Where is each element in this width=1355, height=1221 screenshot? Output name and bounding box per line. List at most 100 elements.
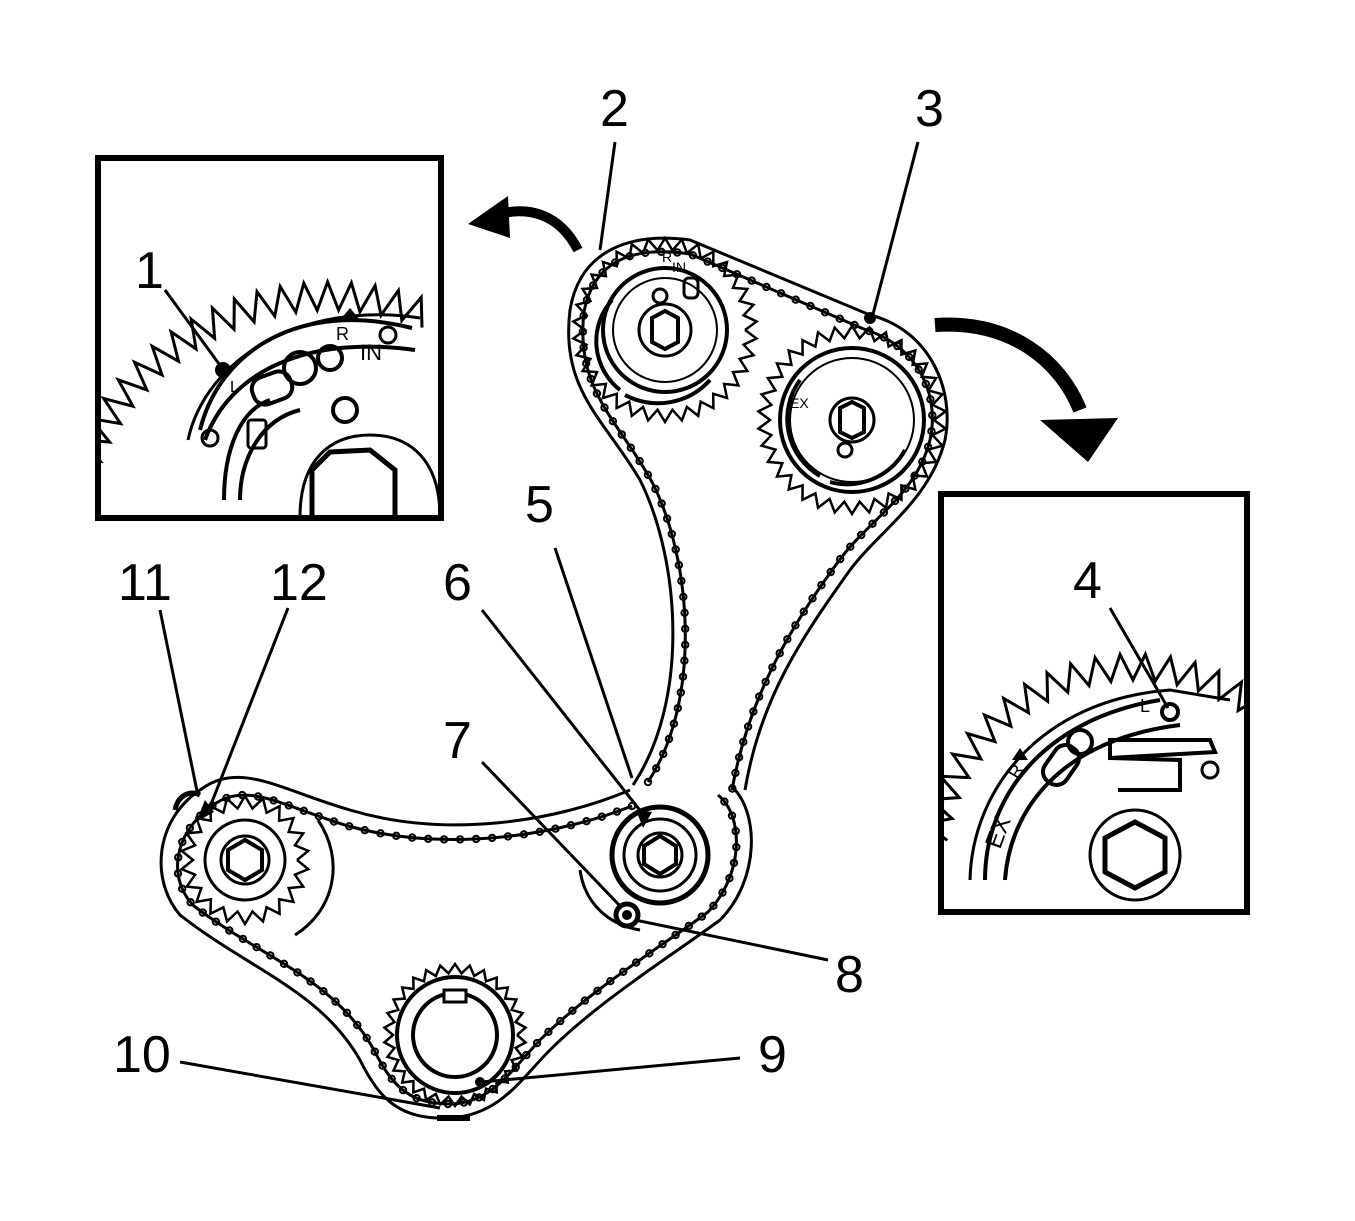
chain-roller [645, 949, 654, 958]
sprocket-teeth [382, 961, 528, 1109]
chain-roller [592, 389, 602, 398]
chain-roller [914, 365, 923, 374]
chain-roller [743, 722, 753, 731]
chain-roller [186, 898, 195, 907]
chain-roller [331, 997, 340, 1006]
chain-roller [732, 842, 741, 852]
chain-roller [688, 251, 698, 260]
chain-roller [817, 580, 826, 590]
chain-roller [739, 737, 748, 747]
exhaust-cam-sprocket: EX [756, 323, 948, 517]
chain-roller [679, 592, 688, 601]
idler-sprocket [578, 804, 711, 932]
chain-roller [673, 704, 682, 713]
chain-roller [345, 822, 354, 831]
chain-roller [606, 977, 615, 986]
chain-roller [412, 1094, 421, 1103]
chain-roller [600, 403, 609, 412]
chain-roller [734, 753, 744, 762]
chain-roller [253, 792, 263, 801]
intake-cam-sprocket: R IN [570, 235, 760, 425]
chain-roller [178, 884, 187, 893]
chain-roller [612, 807, 622, 816]
chain-roller [836, 554, 845, 564]
chain-roller [709, 901, 718, 910]
chain-roller [597, 812, 606, 821]
curved-arrow-right-icon [934, 317, 1118, 462]
callout-6: 6 [443, 554, 472, 612]
intake-detail-box: R IN L [95, 155, 444, 521]
chain-roller [342, 1008, 352, 1017]
chain-roller [329, 817, 339, 826]
chain-roller [225, 926, 234, 935]
chain-roller [178, 837, 187, 847]
chain-roller [582, 817, 591, 826]
chain-roller [392, 831, 401, 840]
callout-1: 1 [135, 242, 164, 300]
chain-roller [659, 749, 668, 759]
chain-roller [424, 834, 433, 843]
chain-roller [376, 829, 385, 838]
chain-roller [443, 1099, 453, 1109]
crankshaft-sprocket [382, 961, 528, 1109]
sprocket-teeth [756, 323, 948, 517]
callout-10: 10 [113, 1026, 171, 1084]
chain-roller [580, 996, 590, 1005]
chain-roller [731, 768, 740, 778]
chain-roller [673, 248, 682, 257]
chain-roller [544, 1027, 553, 1037]
chain-roller [387, 1074, 396, 1084]
chain-roller [198, 908, 208, 917]
callout-12: 12 [270, 554, 328, 612]
chain-roller [926, 395, 935, 404]
intake-r-mark: R [662, 249, 672, 265]
chain-roller [684, 921, 693, 931]
chain-roller [747, 276, 756, 285]
chain-roller [185, 823, 195, 833]
chain-roller [678, 672, 688, 681]
chain-roller [676, 688, 685, 697]
chain-roller [370, 1047, 379, 1056]
chain-roller [238, 934, 248, 944]
chain-roller [617, 430, 626, 439]
chain-roller [519, 830, 529, 839]
chain-roller [626, 443, 635, 452]
chain-roller [211, 917, 221, 926]
chain-roller [266, 951, 275, 960]
sprocket-teeth [570, 235, 760, 425]
chain-roller [681, 640, 690, 649]
chain-roller [868, 519, 877, 528]
chain-roller [643, 777, 653, 787]
chain-roller [252, 943, 261, 952]
chain-roller [643, 470, 653, 479]
chain-roller [667, 529, 676, 539]
chain-roller [904, 352, 914, 362]
chain-roller [503, 832, 513, 841]
callout-numbers: 1 2 3 4 5 6 7 8 9 10 11 12 [113, 80, 1102, 1084]
chain-roller [593, 986, 602, 995]
intake-in-mark: IN [672, 259, 686, 275]
callout-9: 9 [758, 1026, 787, 1084]
chain-roller [729, 858, 739, 868]
chain-roller [608, 417, 618, 426]
chain-roller [846, 542, 855, 551]
chain-roller [820, 308, 830, 317]
chain-roller [455, 835, 465, 844]
chain-roller [674, 560, 684, 570]
chain-roller [826, 567, 835, 577]
chain-roller [360, 826, 369, 835]
chain-roller [761, 677, 770, 687]
chain-roller [725, 874, 734, 883]
chain-roller [568, 1006, 577, 1015]
sprocket-teeth [179, 793, 311, 927]
lower-timing-chain [159, 775, 753, 1120]
chain-roller [522, 1050, 531, 1060]
chain-roller [551, 824, 560, 833]
chain-roller [775, 649, 784, 658]
chain-roller [680, 656, 689, 665]
chain-roller [921, 379, 930, 389]
callout-4: 4 [1073, 552, 1102, 610]
chain-roller [671, 930, 680, 940]
chain-roller [439, 835, 449, 844]
